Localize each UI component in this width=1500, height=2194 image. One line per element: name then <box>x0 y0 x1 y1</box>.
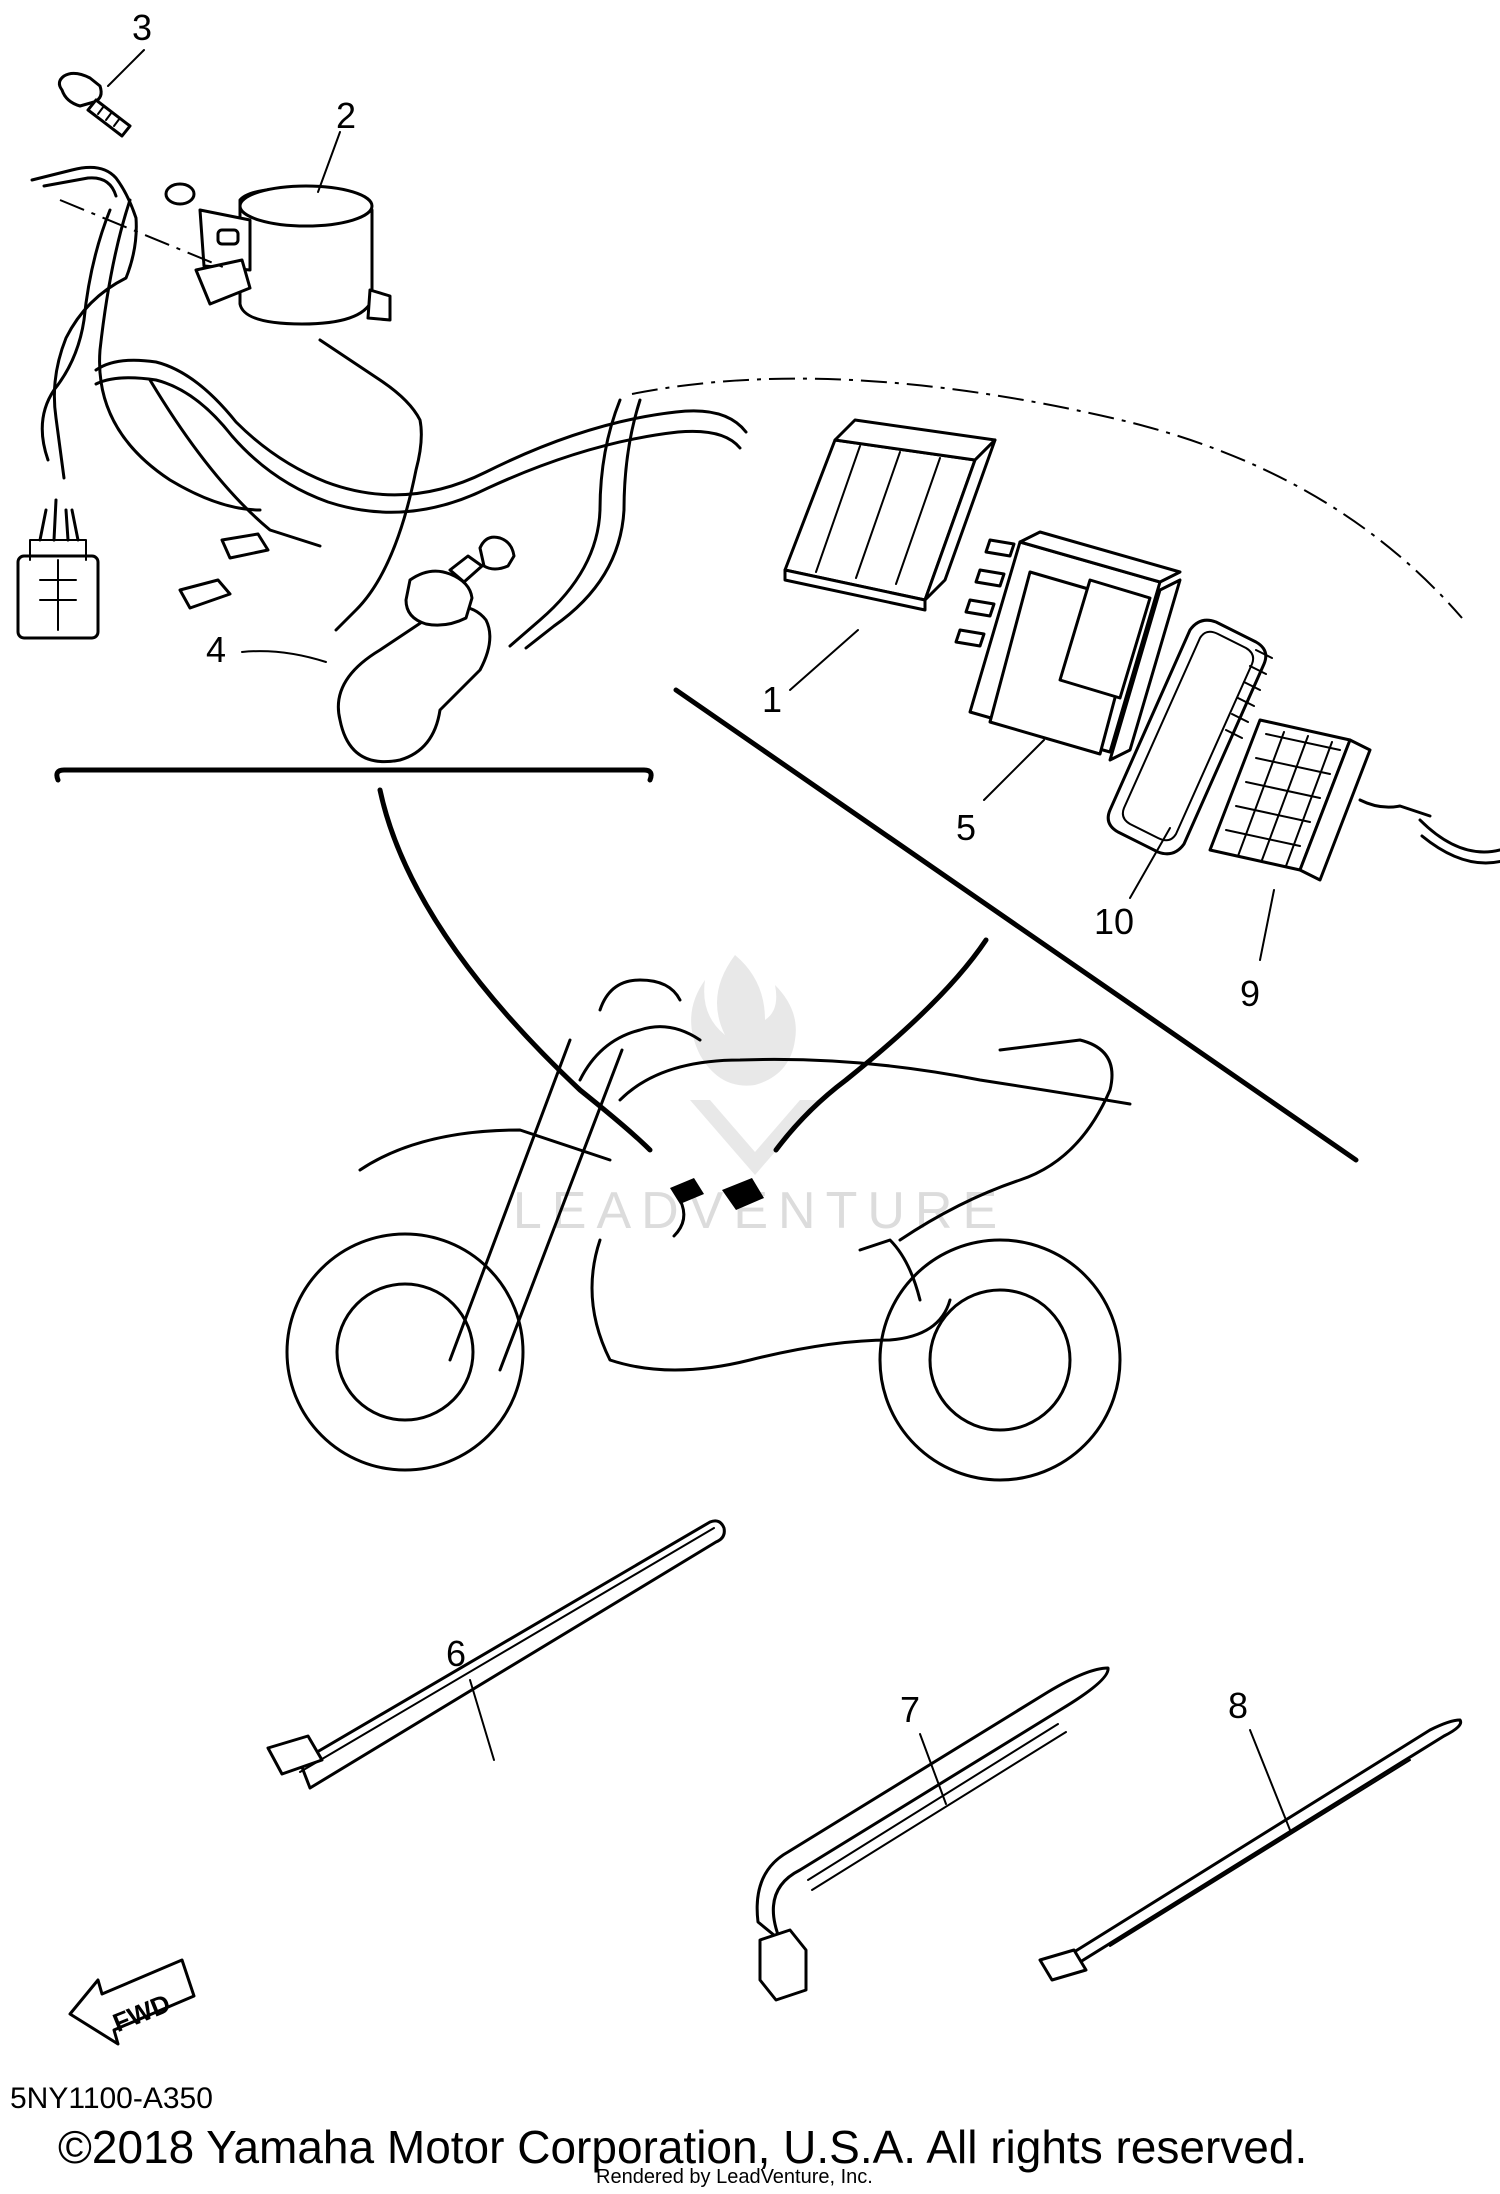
cdi-inset <box>631 377 1500 1163</box>
plug-cap-part[interactable] <box>336 554 492 764</box>
diagram-code: 5NY1100-A350 <box>10 2082 213 2115</box>
bolt-part[interactable] <box>57 71 132 138</box>
callout-3: 3 <box>132 7 152 48</box>
callout-5: 5 <box>956 807 976 848</box>
rendered-by-notice: Rendered by LeadVenture, Inc. <box>596 2166 873 2188</box>
cable-tie-7-part[interactable] <box>755 1666 1110 2002</box>
watermark-text: LEADVENTURE <box>513 1182 1007 1240</box>
callout-6: 6 <box>446 1633 466 1674</box>
motorcycle-outline <box>285 978 1132 1482</box>
cdi-holder-part[interactable] <box>968 530 1182 762</box>
coupler-part[interactable] <box>1208 718 1432 882</box>
fwd-arrow-icon: FWD <box>68 1958 196 2046</box>
callout-4: 4 <box>206 629 226 670</box>
callout-7: 7 <box>900 1689 920 1730</box>
ignition-coil-inset <box>16 71 748 783</box>
rubber-band-part[interactable] <box>1106 618 1273 856</box>
copyright-notice: ©2018 Yamaha Motor Corporation, U.S.A. A… <box>58 2121 1308 2173</box>
ignition-coil-part[interactable] <box>194 184 392 326</box>
inset-leader-right <box>773 937 989 1153</box>
cdi-unit-part[interactable] <box>783 418 1016 648</box>
callout-8: 8 <box>1228 1685 1248 1726</box>
callout-leaders <box>107 49 1291 1831</box>
cable-tie-8-part[interactable] <box>1038 1718 1463 1982</box>
inset-leader-left <box>377 787 653 1153</box>
callout-10: 10 <box>1094 901 1134 942</box>
callout-9: 9 <box>1240 973 1260 1014</box>
cable-tie-6-part[interactable] <box>266 1519 726 1790</box>
callout-2: 2 <box>336 95 356 136</box>
callout-1: 1 <box>762 679 782 720</box>
